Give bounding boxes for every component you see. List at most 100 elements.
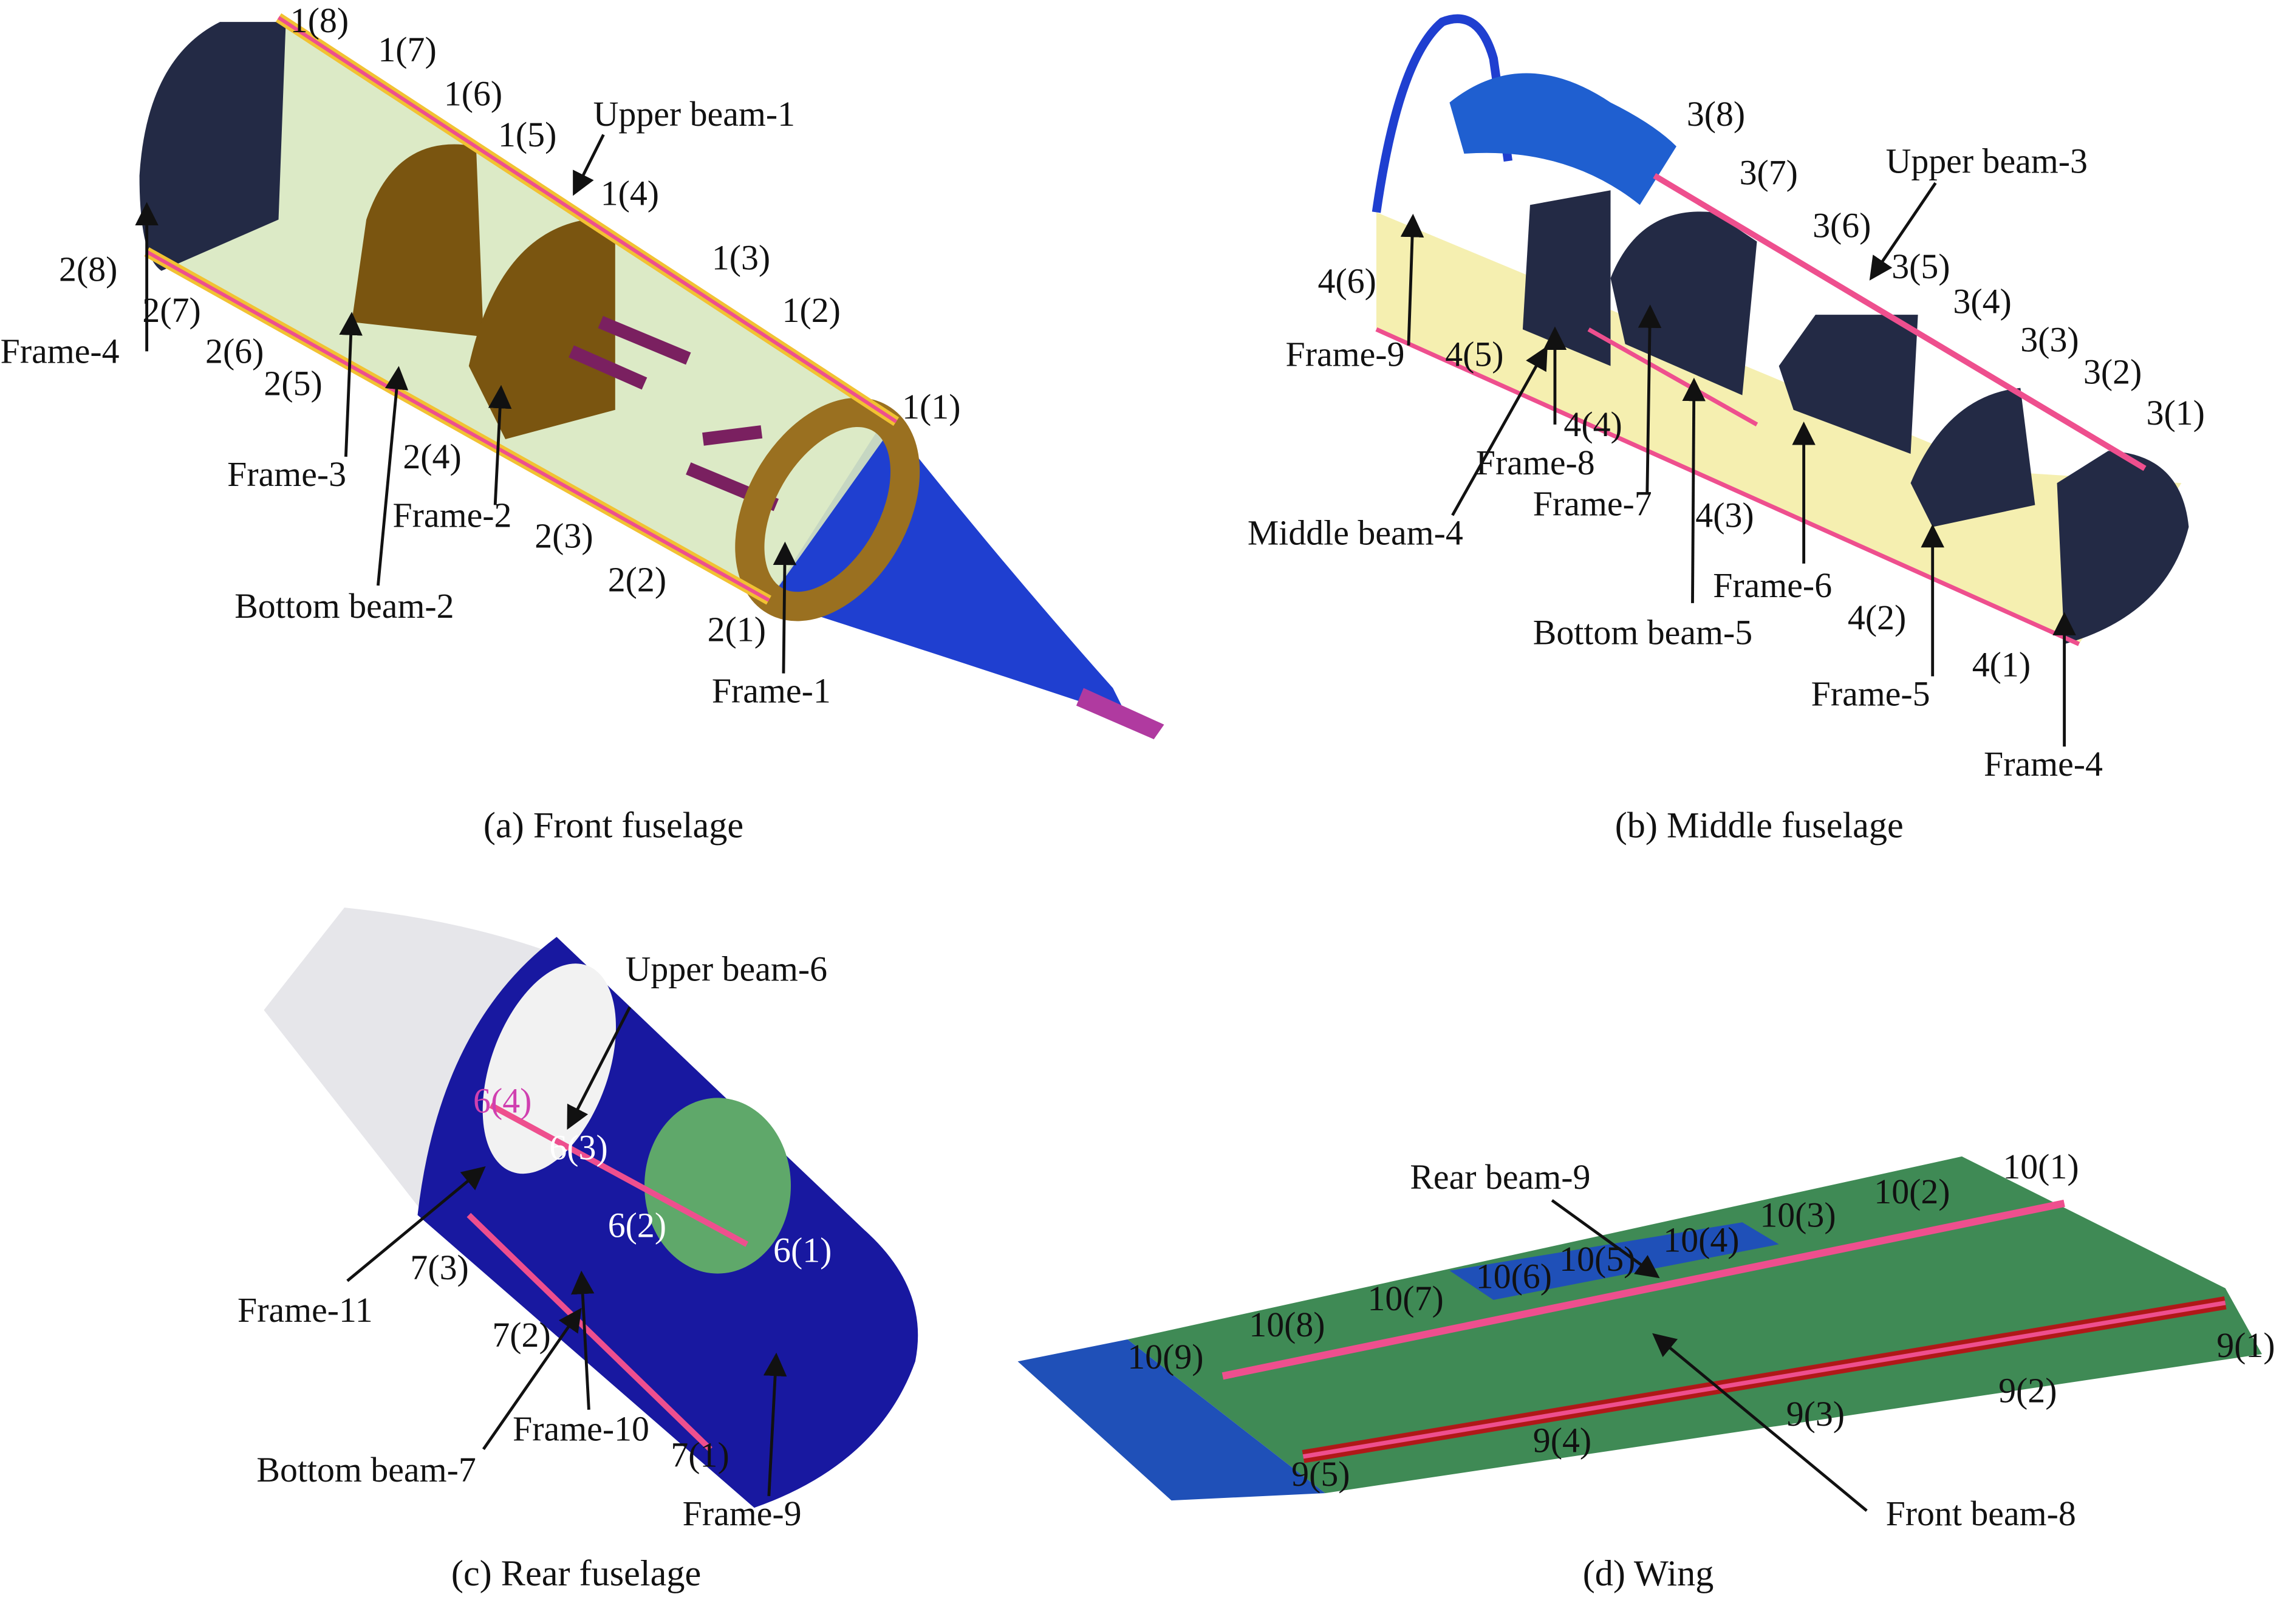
frames-dark	[1522, 190, 2189, 644]
label-upper-beam-1: Upper beam-1	[593, 94, 795, 134]
label-10-2: 10(2)	[1874, 1172, 1950, 1211]
label-1-1: 1(1)	[902, 387, 960, 426]
label-frame-1: Frame-1	[712, 671, 831, 711]
label-frame-6: Frame-6	[1713, 566, 1832, 605]
upper-beam-6	[489, 1103, 748, 1247]
label-1-6: 1(6)	[444, 74, 502, 114]
nose-cone	[768, 417, 1128, 717]
label-4-6: 4(6)	[1318, 261, 1376, 301]
label-frame-11: Frame-11	[237, 1290, 373, 1330]
bottom-beam-7	[466, 1212, 712, 1452]
label-6-1: 6(1)	[773, 1230, 832, 1270]
wing-tip	[1017, 1339, 1325, 1501]
label-3-3: 3(3)	[2020, 320, 2079, 359]
label-2-1: 2(1)	[708, 610, 766, 649]
label-10-3: 10(3)	[1760, 1195, 1836, 1234]
panel-wing: Rear beam-9 10(1) 10(2) 10(3) 10(4) 10(5…	[1017, 1147, 2275, 1594]
engine-cylinder	[644, 1098, 791, 1274]
label-1-4: 1(4)	[601, 173, 659, 213]
panel-front-fuselage: 1(8) 1(7) 1(6) 1(5) Upper beam-1 1(4) 1(…	[1, 1, 1164, 846]
label-9-5: 9(5)	[1291, 1454, 1350, 1494]
wing-skin	[1127, 1156, 2262, 1494]
label-1-2: 1(2)	[782, 290, 841, 330]
label-2-8: 2(8)	[59, 250, 117, 289]
label-2-2: 2(2)	[608, 560, 666, 600]
label-3-4: 3(4)	[1953, 282, 2011, 321]
label-3-1: 3(1)	[2147, 393, 2205, 432]
label-2-4: 2(4)	[403, 437, 461, 476]
label-frame-4b: Frame-4	[1984, 744, 2103, 784]
caption-b: (b) Middle fuselage	[1615, 805, 1904, 846]
label-10-1: 10(1)	[2003, 1147, 2079, 1186]
label-7-3: 7(3)	[410, 1248, 468, 1287]
label-6-4: 6(4)	[473, 1081, 531, 1121]
label-3-5: 3(5)	[1891, 247, 1950, 286]
label-6-3: 6(3)	[549, 1128, 607, 1168]
intake-duct	[1449, 73, 1676, 205]
rear-beam-9	[1221, 1200, 2065, 1380]
label-frame-4: Frame-4	[1, 332, 120, 371]
label-1-5: 1(5)	[498, 115, 556, 154]
label-7-1: 7(1)	[671, 1435, 729, 1475]
label-front-beam-8: Front beam-8	[1886, 1494, 2076, 1533]
label-2-7: 2(7)	[142, 290, 200, 330]
label-10-4: 10(4)	[1663, 1220, 1739, 1259]
middle-beam-4	[1587, 327, 1758, 427]
label-9-4: 9(4)	[1533, 1421, 1591, 1460]
label-frame-10: Frame-10	[513, 1409, 649, 1448]
label-6-2: 6(2)	[608, 1205, 666, 1245]
label-10-8: 10(8)	[1249, 1305, 1325, 1344]
label-bottom-beam-7: Bottom beam-7	[256, 1450, 476, 1489]
label-3-6: 3(6)	[1813, 205, 1871, 245]
label-3-2: 3(2)	[2083, 352, 2142, 391]
label-1-8: 1(8)	[290, 1, 349, 40]
label-frame-2: Frame-2	[393, 496, 512, 535]
label-10-6: 10(6)	[1476, 1257, 1552, 1296]
label-frame-5: Frame-5	[1811, 674, 1930, 714]
panel-rear-fuselage: Upper beam-6 6(4) 6(3) 6(2) 6(1) 7(3) Fr…	[237, 908, 918, 1594]
label-frame-9c: Frame-9	[683, 1494, 802, 1533]
label-9-3: 9(3)	[1786, 1394, 1845, 1434]
label-2-3: 2(3)	[535, 516, 593, 555]
label-frame-7: Frame-7	[1533, 484, 1652, 523]
caption-c: (c) Rear fuselage	[451, 1553, 701, 1594]
label-3-7: 3(7)	[1740, 153, 1798, 193]
frame-3-bulkhead	[352, 144, 483, 337]
label-frame-9: Frame-9	[1286, 334, 1405, 374]
label-4-5: 4(5)	[1445, 334, 1503, 374]
bottom-beam-5	[1375, 327, 2080, 646]
label-9-2: 9(2)	[1998, 1371, 2057, 1410]
panel-middle-fuselage: 3(8) 3(7) Upper beam-3 3(6) 3(5) 3(4) 3(…	[1248, 14, 2205, 846]
label-bottom-beam-5: Bottom beam-5	[1533, 612, 1752, 652]
label-9-1: 9(1)	[2216, 1325, 2275, 1365]
label-7-2: 7(2)	[492, 1315, 550, 1355]
label-10-9: 10(9)	[1127, 1337, 1203, 1376]
wing-blue-panel	[1449, 1222, 1779, 1300]
label-middle-beam-4: Middle beam-4	[1248, 513, 1463, 552]
nose-probe	[1076, 688, 1164, 739]
frame-9-outline	[1372, 14, 1512, 213]
caption-a: (a) Front fuselage	[483, 805, 743, 846]
frame-1-ring	[735, 397, 920, 621]
label-10-7: 10(7)	[1367, 1279, 1443, 1318]
rear-shell	[264, 908, 586, 1215]
label-2-6: 2(6)	[205, 332, 264, 371]
label-rear-beam-9: Rear beam-9	[1410, 1157, 1590, 1197]
label-3-8: 3(8)	[1687, 94, 1745, 134]
label-frame-8: Frame-8	[1476, 443, 1595, 482]
label-4-2: 4(2)	[1848, 598, 1906, 637]
label-4-1: 4(1)	[1972, 644, 2031, 684]
label-1-7: 1(7)	[378, 30, 436, 69]
label-2-5: 2(5)	[264, 364, 322, 403]
caption-d: (d) Wing	[1583, 1553, 1714, 1594]
label-upper-beam-6: Upper beam-6	[626, 949, 827, 989]
frame-2-bulkhead	[468, 219, 615, 439]
label-bottom-beam-2: Bottom beam-2	[234, 586, 454, 626]
label-10-5: 10(5)	[1559, 1239, 1635, 1279]
label-4-4: 4(4)	[1563, 405, 1622, 444]
label-frame-3: Frame-3	[227, 454, 346, 494]
frame-4-bulkhead	[139, 22, 286, 271]
label-1-3: 1(3)	[712, 238, 770, 277]
label-upper-beam-3: Upper beam-3	[1886, 141, 2088, 180]
